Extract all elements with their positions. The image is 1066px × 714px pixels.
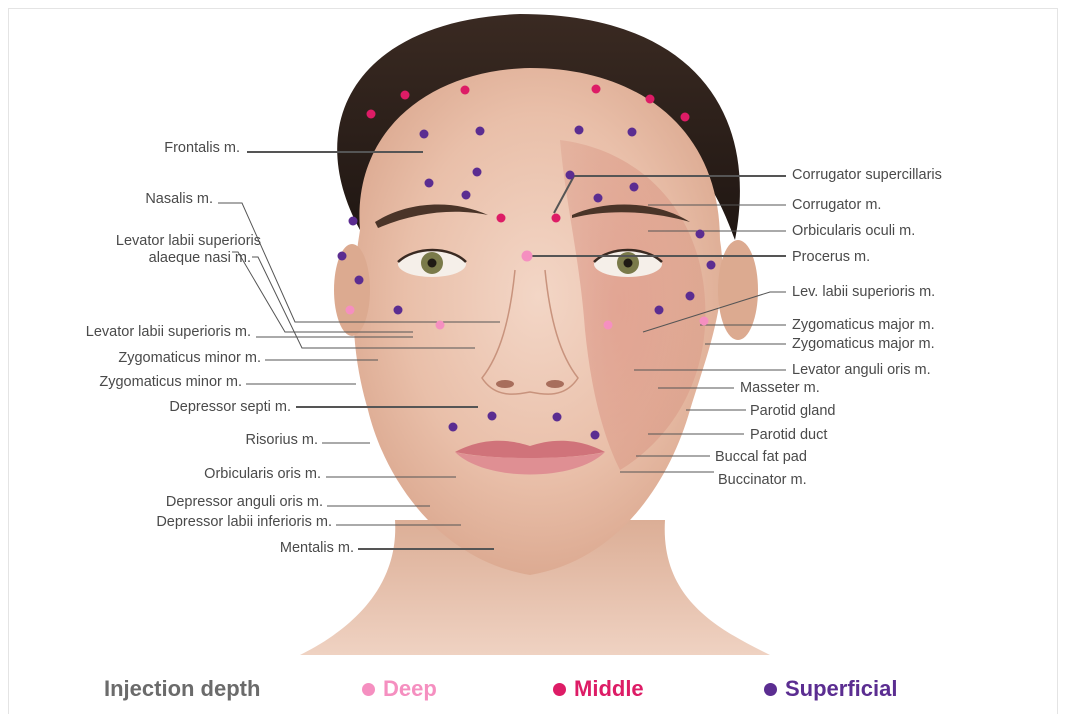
legend-dot-deep	[362, 683, 375, 696]
legend-label-middle: Middle	[574, 676, 644, 702]
legend-item-deep: Deep	[362, 676, 437, 702]
label-mentalis: Mentalis m.	[280, 540, 354, 556]
injection-point-superficial	[591, 431, 600, 440]
injection-point-deep	[346, 306, 355, 315]
label-levator-alaeque-line1: Levator labii superioris	[116, 233, 261, 249]
label-levator-anguli-oris: Levator anguli oris m.	[792, 362, 931, 378]
injection-point-superficial	[655, 306, 664, 315]
legend-label-deep: Deep	[383, 676, 437, 702]
label-corrugator-supercillaris: Corrugator supercillaris	[792, 167, 942, 183]
right-nostril	[546, 380, 564, 388]
injection-point-superficial	[696, 230, 705, 239]
legend-item-middle: Middle	[553, 676, 644, 702]
legend-item-superficial: Superficial	[764, 676, 897, 702]
label-buccal-fat-pad: Buccal fat pad	[715, 449, 807, 465]
injection-point-superficial	[355, 276, 364, 285]
label-buccinator: Buccinator m.	[718, 472, 807, 488]
injection-point-superficial	[575, 126, 584, 135]
label-depressor-labii-inferioris: Depressor labii inferioris m.	[156, 514, 332, 530]
injection-point-superficial	[338, 252, 347, 261]
label-zygomaticus-major-2: Zygomaticus major m.	[792, 336, 935, 352]
label-frontalis: Frontalis m.	[164, 140, 240, 156]
label-nasalis: Nasalis m.	[145, 191, 213, 207]
label-risorius: Risorius m.	[245, 432, 318, 448]
injection-point-superficial	[594, 194, 603, 203]
legend-label-superficial: Superficial	[785, 676, 897, 702]
label-parotid-duct: Parotid duct	[750, 427, 827, 443]
injection-point-superficial	[476, 127, 485, 136]
injection-point-superficial	[449, 423, 458, 432]
left-nostril	[496, 380, 514, 388]
injection-point-superficial	[420, 130, 429, 139]
left-pupil	[428, 259, 437, 268]
label-orbicularis-oculi: Orbicularis oculi m.	[792, 223, 915, 239]
injection-point-middle	[681, 113, 690, 122]
injection-point-middle	[461, 86, 470, 95]
label-orbicularis-oris: Orbicularis oris m.	[204, 466, 321, 482]
label-zygomaticus-minor-1: Zygomaticus minor m.	[118, 350, 261, 366]
injection-point-deep	[604, 321, 613, 330]
injection-point-superficial	[473, 168, 482, 177]
label-lev-labii-superioris: Lev. labii superioris m.	[792, 284, 935, 300]
label-levator-labii-superioris: Levator labii superioris m.	[86, 324, 251, 340]
injection-point-superficial	[425, 179, 434, 188]
legend-dot-superficial	[764, 683, 777, 696]
injection-point-superficial	[462, 191, 471, 200]
injection-point-superficial	[488, 412, 497, 421]
label-zygomaticus-major-1: Zygomaticus major m.	[792, 317, 935, 333]
legend-dot-middle	[553, 683, 566, 696]
injection-point-superficial	[394, 306, 403, 315]
legend-title: Injection depth	[104, 676, 260, 702]
injection-point-deep	[700, 317, 709, 326]
injection-point-middle	[497, 214, 506, 223]
injection-point-superficial	[349, 217, 358, 226]
injection-point-middle	[646, 95, 655, 104]
right-pupil	[624, 259, 633, 268]
label-parotid-gland: Parotid gland	[750, 403, 835, 419]
label-masseter: Masseter m.	[740, 380, 820, 396]
injection-point-superficial	[553, 413, 562, 422]
label-depressor-septi: Depressor septi m.	[169, 399, 291, 415]
injection-point-superficial	[566, 171, 575, 180]
injection-point-superficial	[628, 128, 637, 137]
injection-point-middle	[552, 214, 561, 223]
label-procerus: Procerus m.	[792, 249, 870, 265]
injection-point-middle	[367, 110, 376, 119]
label-levator-alaeque-line2: alaeque nasi m.	[149, 250, 251, 266]
legend: Injection depth Deep Middle Superficial	[0, 670, 1066, 710]
injection-point-deep	[522, 251, 533, 262]
injection-point-superficial	[630, 183, 639, 192]
injection-point-superficial	[707, 261, 716, 270]
injection-point-middle	[401, 91, 410, 100]
label-corrugator: Corrugator m.	[792, 197, 881, 213]
injection-point-middle	[592, 85, 601, 94]
injection-point-superficial	[686, 292, 695, 301]
label-depressor-anguli-oris: Depressor anguli oris m.	[166, 494, 323, 510]
label-zygomaticus-minor-2: Zygomaticus minor m.	[99, 374, 242, 390]
injection-point-deep	[436, 321, 445, 330]
